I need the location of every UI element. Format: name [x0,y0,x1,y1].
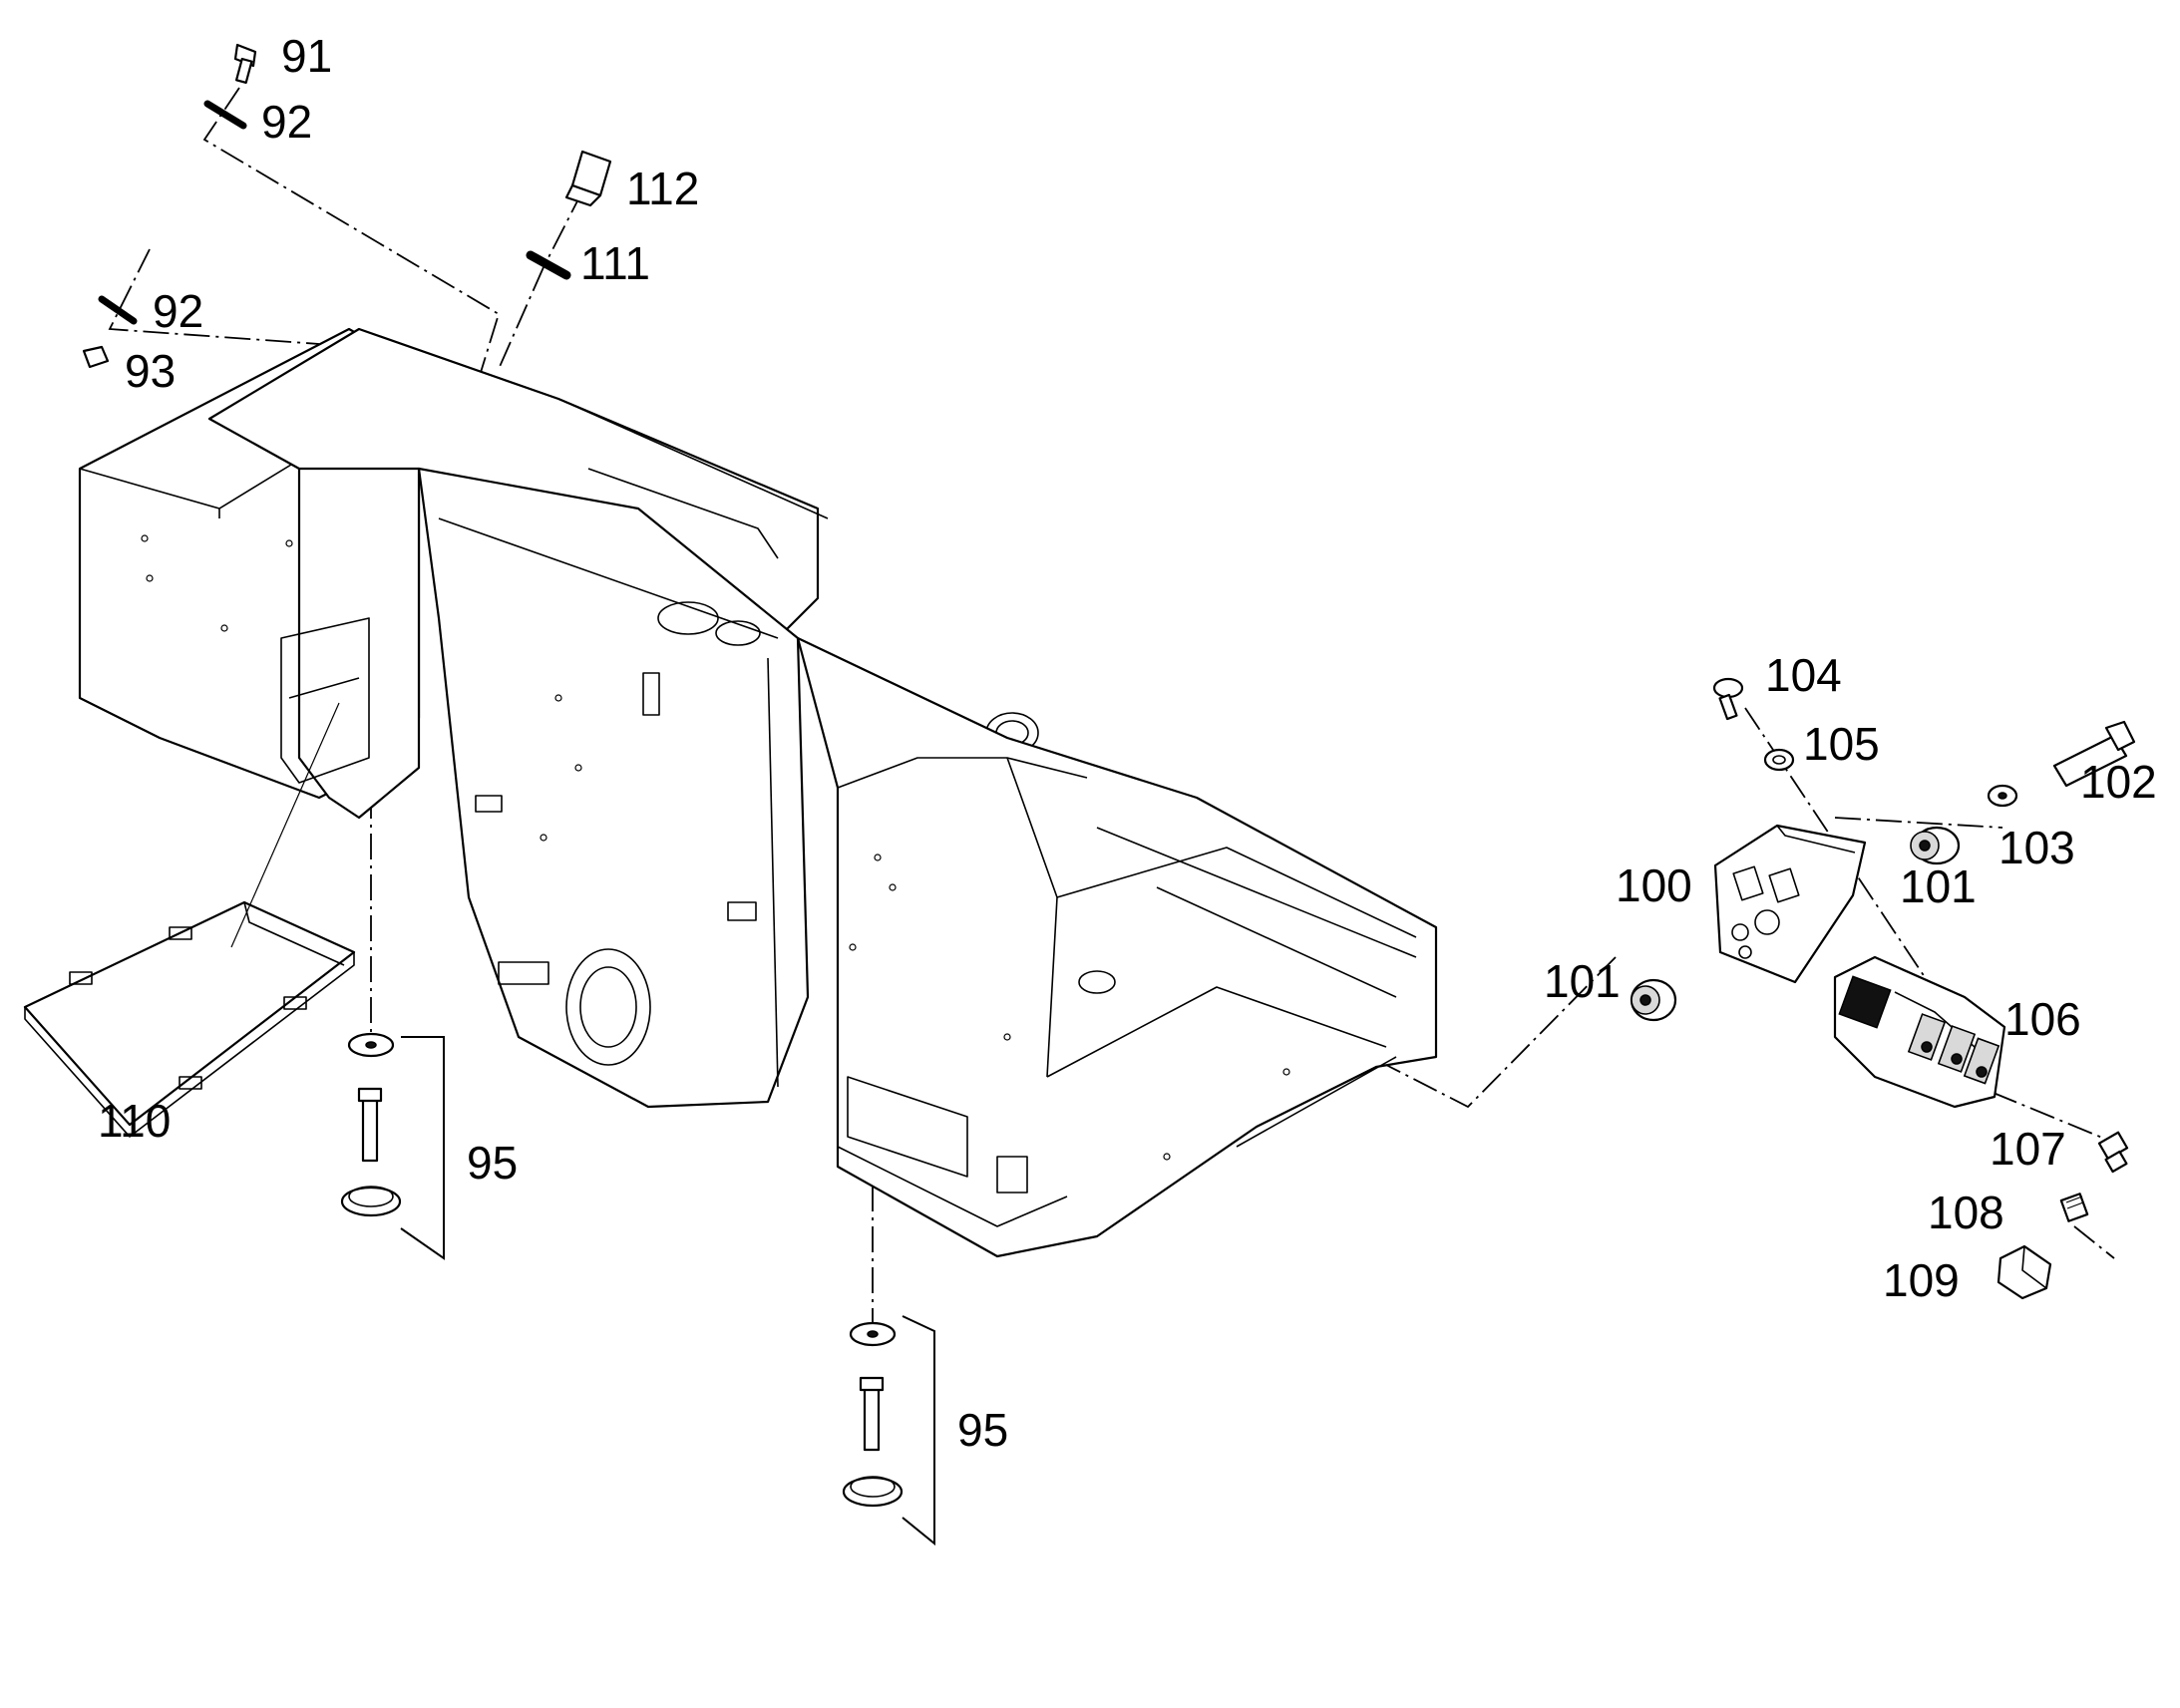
bolt-112 [564,150,612,207]
washer-92-left [98,295,138,325]
nut-93 [82,345,110,369]
callout-93: 93 [125,345,176,397]
callout-110: 110 [98,1095,171,1147]
callout-100: 100 [1616,859,1692,911]
bolt-91 [233,43,257,84]
callout-107: 107 [1990,1123,2066,1175]
washer-111 [526,250,571,280]
washer-103 [1987,784,2018,808]
callout-labels: 91 92 112 111 92 93 110 95 95 104 105 10… [98,30,2157,1456]
callout-111: 111 [580,237,650,289]
callout-103: 103 [1998,822,2075,873]
washer-92-top [203,100,247,130]
valve-106 [1833,955,2006,1109]
callout-105: 105 [1803,718,1880,770]
frame-holes [141,534,1290,1161]
callout-92-top: 92 [261,96,312,148]
grommet-101-right [1910,826,1961,865]
callout-101-right: 101 [1900,860,1977,912]
chassis-frame [78,327,1438,1258]
bolt-102 [2052,720,2136,788]
cap-109 [1997,1244,2052,1300]
callout-95-left: 95 [467,1137,518,1189]
callout-95-bottom: 95 [957,1404,1008,1456]
grommet-101-left [1630,978,1677,1022]
callout-106: 106 [2004,993,2081,1045]
bracket-100 [1713,824,1867,984]
tray-part [23,702,356,1138]
mount-set-95-bottom [842,1315,935,1546]
callout-102: 102 [2080,756,2157,808]
fitting-108 [2059,1193,2089,1222]
bolt-104 [1712,677,1744,721]
callout-101-left: 101 [1544,955,1621,1007]
mount-set-95-left [340,1032,445,1260]
fitting-107 [2097,1131,2129,1174]
washer-105 [1763,748,1795,772]
callout-92-left: 92 [153,285,203,337]
callout-109: 109 [1883,1254,1960,1306]
callout-91: 91 [281,30,332,82]
callout-112: 112 [626,163,699,214]
callout-104: 104 [1765,649,1842,701]
callout-108: 108 [1928,1187,2004,1238]
